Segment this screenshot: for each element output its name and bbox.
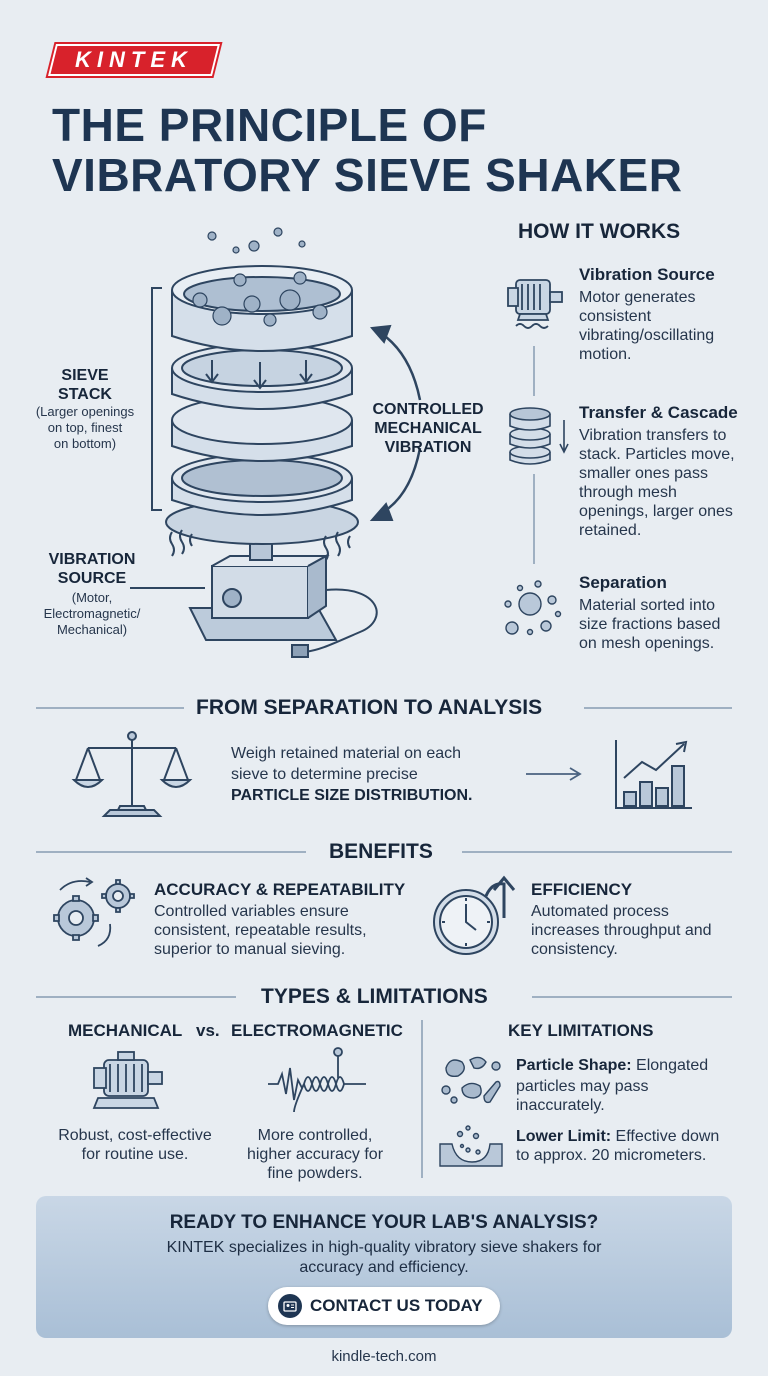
step-connector xyxy=(533,346,535,396)
step-title: Vibration Source xyxy=(579,265,715,284)
divider xyxy=(36,707,184,709)
logo-text: KINTEK xyxy=(75,47,193,72)
limitation-text: Effective down xyxy=(611,1128,720,1145)
lower-limit-icon xyxy=(439,1125,503,1167)
particle-shape-icon xyxy=(441,1056,501,1104)
benefit-title: ACCURACY & REPEATABILITY xyxy=(154,880,406,899)
divider xyxy=(462,851,732,853)
mechanical-label: MECHANICAL xyxy=(68,1021,183,1040)
footer-url[interactable]: kindle-tech.com xyxy=(331,1348,437,1365)
motor-icon xyxy=(507,279,563,329)
electromagnetic-label: ELECTROMAGNETIC xyxy=(231,1021,403,1040)
contact-us-label: CONTACT US TODAY xyxy=(310,1296,483,1315)
contact-card-icon xyxy=(278,1294,302,1318)
vs-label: vs. xyxy=(196,1021,220,1040)
benefit-desc: Controlled variables ensure consistent, … xyxy=(154,903,367,958)
step-title: Separation xyxy=(579,573,667,592)
divider xyxy=(36,851,306,853)
step-desc: Motor generates consistent vibrating/osc… xyxy=(579,289,715,363)
source-label: VIBRATION SOURCE xyxy=(48,551,136,587)
page-title-line1: THE PRINCIPLE OF xyxy=(52,99,487,151)
step-title: Transfer & Cascade xyxy=(579,403,738,422)
analysis-text-line1: Weigh retained material on each xyxy=(231,745,462,762)
types-heading: TYPES & LIMITATIONS xyxy=(261,985,488,1008)
electromagnetic-coil-icon xyxy=(268,1047,366,1113)
limitation-text-rest: particles may pass inaccurately. xyxy=(516,1078,649,1114)
sieve-stack-label: SIEVE STACK xyxy=(58,367,112,403)
cta-heading: READY TO ENHANCE YOUR LAB'S ANALYSIS? xyxy=(169,1212,599,1233)
limitation-label: Lower Limit: xyxy=(516,1128,612,1145)
step-desc: Material sorted into size fractions base… xyxy=(579,597,721,652)
cta-text: KINTEK specializes in high-quality vibra… xyxy=(166,1239,602,1276)
contact-us-button[interactable]: CONTACT US TODAY xyxy=(268,1287,500,1325)
gears-icon xyxy=(53,877,135,947)
limitation-text: Elongated xyxy=(631,1057,709,1074)
divider xyxy=(36,996,236,998)
analysis-heading: FROM SEPARATION TO ANALYSIS xyxy=(196,696,543,719)
kintek-logo: KINTEK xyxy=(48,44,220,76)
analysis-text-bold: PARTICLE SIZE DISTRIBUTION. xyxy=(231,787,473,804)
sieve-stack-note: (Larger openings on top, finest on botto… xyxy=(35,404,135,451)
limitation-text-rest: to approx. 20 micrometers. xyxy=(516,1147,707,1164)
benefit-title: EFFICIENCY xyxy=(531,880,633,899)
how-it-works-heading: HOW IT WORKS xyxy=(518,220,681,243)
mechanical-motor-icon xyxy=(92,1051,163,1109)
mechanical-desc: Robust, cost-effective for routine use. xyxy=(58,1127,212,1163)
step-connector xyxy=(533,474,535,564)
vibration-label: CONTROLLED MECHANICAL VIBRATION xyxy=(372,401,484,456)
limitation-label: Particle Shape: xyxy=(516,1057,632,1074)
page-title-line2: VIBRATORY SIEVE SHAKER xyxy=(52,149,683,201)
bar-chart-icon xyxy=(615,740,692,809)
column-divider xyxy=(421,1020,423,1178)
divider xyxy=(532,996,732,998)
step-desc: Vibration transfers to stack. Particles … xyxy=(579,427,735,539)
electromagnetic-desc: More controlled, higher accuracy for fin… xyxy=(246,1127,384,1182)
limitation-item: Lower Limit: Effective down xyxy=(516,1127,746,1146)
limitations-heading: KEY LIMITATIONS xyxy=(508,1021,654,1040)
divider xyxy=(584,707,732,709)
sieve-shaker-illustration xyxy=(130,227,422,658)
limitation-item: Particle Shape: Elongated xyxy=(516,1056,746,1075)
particles-icon xyxy=(504,580,562,636)
analysis-text-line2: sieve to determine precise xyxy=(231,766,418,783)
benefits-heading: BENEFITS xyxy=(329,840,433,863)
source-note: (Motor, Electromagnetic/ Mechanical) xyxy=(43,590,141,637)
benefit-desc: Automated process increases throughput a… xyxy=(531,903,712,958)
sieve-stack-icon xyxy=(509,407,569,465)
arrow-right-icon xyxy=(526,767,582,781)
balance-scale-icon xyxy=(71,731,193,817)
clock-icon xyxy=(433,875,516,955)
